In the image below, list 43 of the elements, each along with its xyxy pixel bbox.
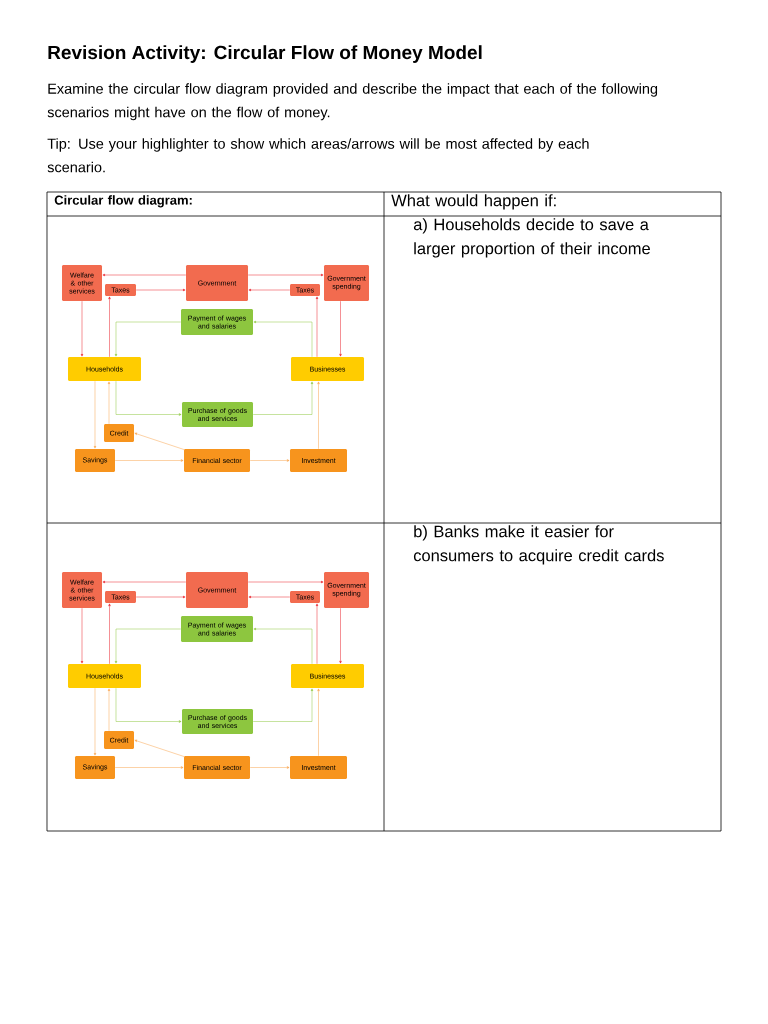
arrow (253, 320, 313, 358)
title: Revision Activity: Circular Flow of Money Model (48, 45, 482, 63)
arrow (315, 296, 319, 358)
tip-text: Tip: Use your highlighter to show which areas/arrows will be most affected by each scenario. (47, 138, 589, 173)
arrow (134, 432, 186, 451)
arrow (135, 288, 186, 292)
arrow (114, 766, 184, 769)
arrow (248, 595, 291, 599)
arrow (247, 273, 324, 277)
arrow (80, 607, 84, 664)
question-text: a) Households decide to save a larger proportion of their income (413, 218, 650, 258)
arrow (102, 580, 187, 584)
column-heading: Circular flow diagram: (54, 195, 192, 208)
arrow (114, 321, 182, 357)
arrow (114, 628, 182, 664)
arrow (315, 603, 319, 665)
arrow (108, 296, 111, 358)
arrow (339, 607, 342, 664)
question-text: b) Banks make it easier for consumers to acquire credit cards (413, 525, 664, 565)
arrow (80, 300, 84, 357)
arrow (93, 687, 97, 756)
arrow (134, 739, 186, 758)
arrow (108, 603, 111, 665)
arrow (93, 380, 97, 449)
arrow (253, 627, 313, 665)
arrow (252, 688, 314, 722)
arrow (114, 459, 184, 462)
arrow (252, 381, 314, 415)
arrow (102, 273, 187, 277)
arrow (107, 381, 111, 425)
instruction-text: Examine the circular flow diagram provided and describe the impact that each of the following scenarios might have on the flow of money. (47, 83, 658, 121)
arrow (249, 766, 290, 769)
arrow (247, 580, 324, 584)
arrow (339, 300, 342, 357)
column-heading: What would happen if: (391, 194, 556, 210)
arrow (135, 595, 186, 599)
arrow (107, 688, 111, 732)
arrow (115, 380, 182, 416)
arrow (249, 459, 290, 462)
arrow (317, 688, 320, 757)
arrow (115, 687, 182, 723)
arrow (248, 288, 291, 292)
arrow (317, 381, 320, 450)
